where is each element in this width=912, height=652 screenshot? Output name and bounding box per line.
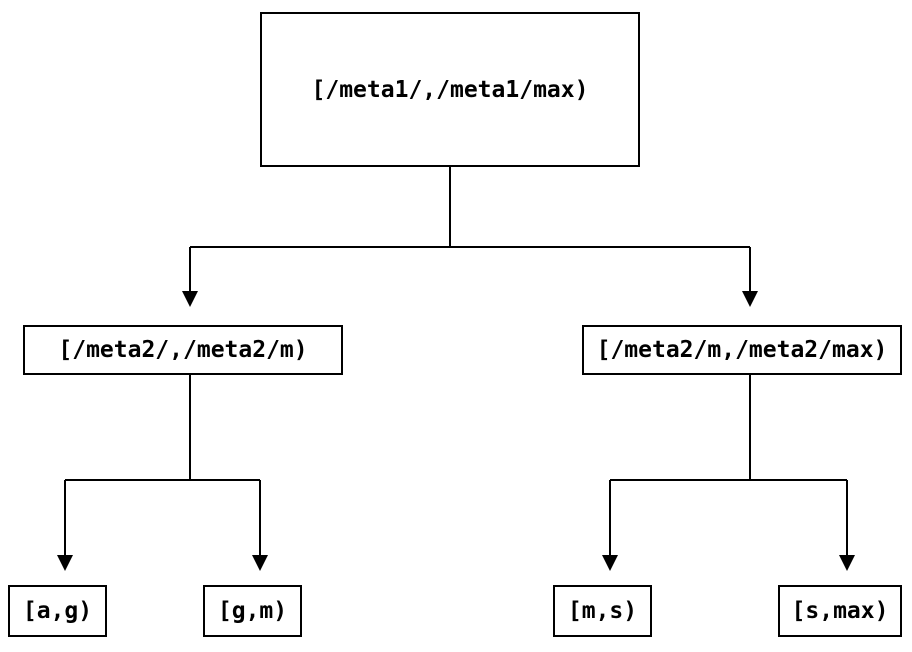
tree-node-leaf-smax-label: [s,max) [791, 598, 889, 624]
tree-node-left: [/meta2/,/meta2/m) [23, 325, 343, 375]
tree-node-leaf-ms: [m,s) [553, 585, 652, 637]
tree-node-right: [/meta2/m,/meta2/max) [582, 325, 902, 375]
tree-node-root-label: [/meta1/,/meta1/max) [311, 76, 589, 103]
tree-node-leaf-smax: [s,max) [778, 585, 902, 637]
tree-node-right-label: [/meta2/m,/meta2/max) [596, 337, 888, 363]
arrowhead-icon [602, 555, 618, 571]
arrowhead-icon [252, 555, 268, 571]
arrowhead-icon [839, 555, 855, 571]
tree-node-leaf-gm: [g,m) [203, 585, 302, 637]
tree-node-leaf-ms-label: [m,s) [567, 598, 638, 624]
arrowhead-icon [182, 291, 198, 307]
arrowhead-icon [57, 555, 73, 571]
arrowhead-icon [742, 291, 758, 307]
tree-node-leaf-gm-label: [g,m) [217, 598, 288, 624]
tree-node-left-label: [/meta2/,/meta2/m) [58, 337, 308, 363]
tree-node-root: [/meta1/,/meta1/max) [260, 12, 640, 167]
tree-node-leaf-ag: [a,g) [8, 585, 107, 637]
tree-node-leaf-ag-label: [a,g) [22, 598, 93, 624]
